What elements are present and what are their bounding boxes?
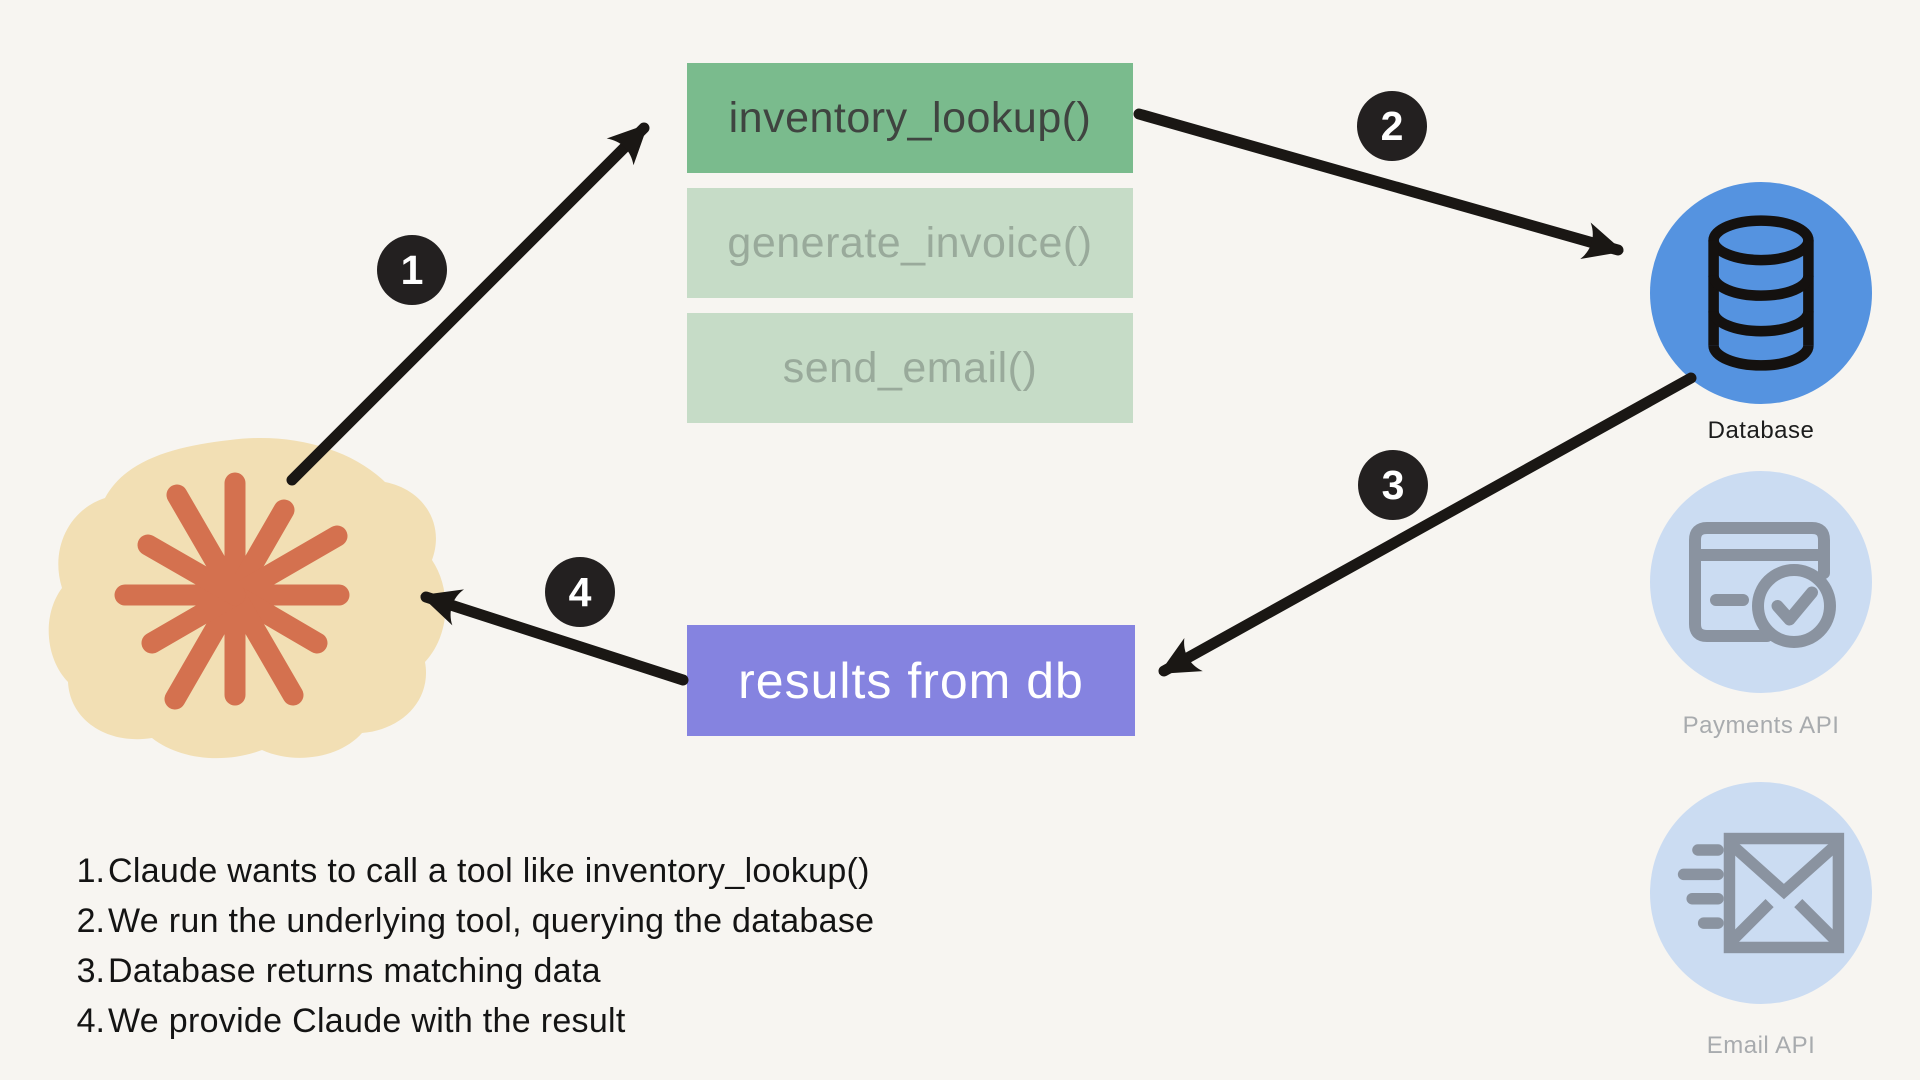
credit-card-check-icon [1689,522,1836,648]
step-item-1: 1. Claude wants to call a tool like inve… [63,846,874,896]
badge-number: 2 [1380,102,1404,149]
tool-box-send-email: send_email() [687,313,1133,423]
badge-number: 3 [1381,461,1405,508]
step-item-4: 4. We provide Claude with the result [63,996,874,1046]
tool-box-inventory-lookup: inventory_lookup() [687,63,1133,173]
step-item-2: 2. We run the underlying tool, querying … [63,896,874,946]
service-payments-api: Payments API [1650,471,1872,740]
step-text: We run the underlying tool, querying the… [108,901,875,940]
step-text: Database returns matching data [108,951,601,990]
service-label: Email API [1706,1032,1816,1059]
badge-number: 1 [400,246,424,293]
service-label: Database [1707,417,1815,444]
step-badge-2: 2 [1357,91,1427,161]
tool-box-generate-invoice: generate_invoice() [687,188,1133,298]
result-box: results from db [687,625,1135,736]
badge-number: 4 [568,568,592,615]
claude-star-rays [114,472,350,710]
step-number: 2. [76,901,105,940]
step-number: 1. [76,851,105,890]
step-badge-3: 3 [1358,450,1428,520]
result-label: results from db [738,652,1084,709]
step-badge-4: 4 [545,557,615,627]
claude-starburst-icon [48,437,446,759]
tool-label: generate_invoice() [727,218,1093,267]
tool-label: inventory_lookup() [728,93,1092,142]
claude-logo [40,430,460,770]
tool-list: inventory_lookup() generate_invoice() se… [687,63,1133,438]
database-icon [1708,215,1814,371]
arrow-step-1 [286,122,650,486]
step-number: 3. [76,951,105,990]
arrow-step-3 [1158,372,1697,677]
payments-circle [1650,471,1872,693]
service-email-api: Email API [1650,782,1872,1060]
step-text: We provide Claude with the result [108,1001,626,1040]
database-circle [1650,182,1872,404]
step-list: 1. Claude wants to call a tool like inve… [63,846,874,1046]
step-text: Claude wants to call a tool like invento… [108,851,870,890]
service-database: Database [1650,182,1872,445]
email-send-icon [1677,832,1845,954]
email-circle [1650,782,1872,1004]
step-number: 4. [76,1001,105,1040]
service-label: Payments API [1682,712,1840,739]
step-badge-1: 1 [377,235,447,305]
tool-label: send_email() [782,343,1038,392]
step-item-3: 3. Database returns matching data [63,946,874,996]
